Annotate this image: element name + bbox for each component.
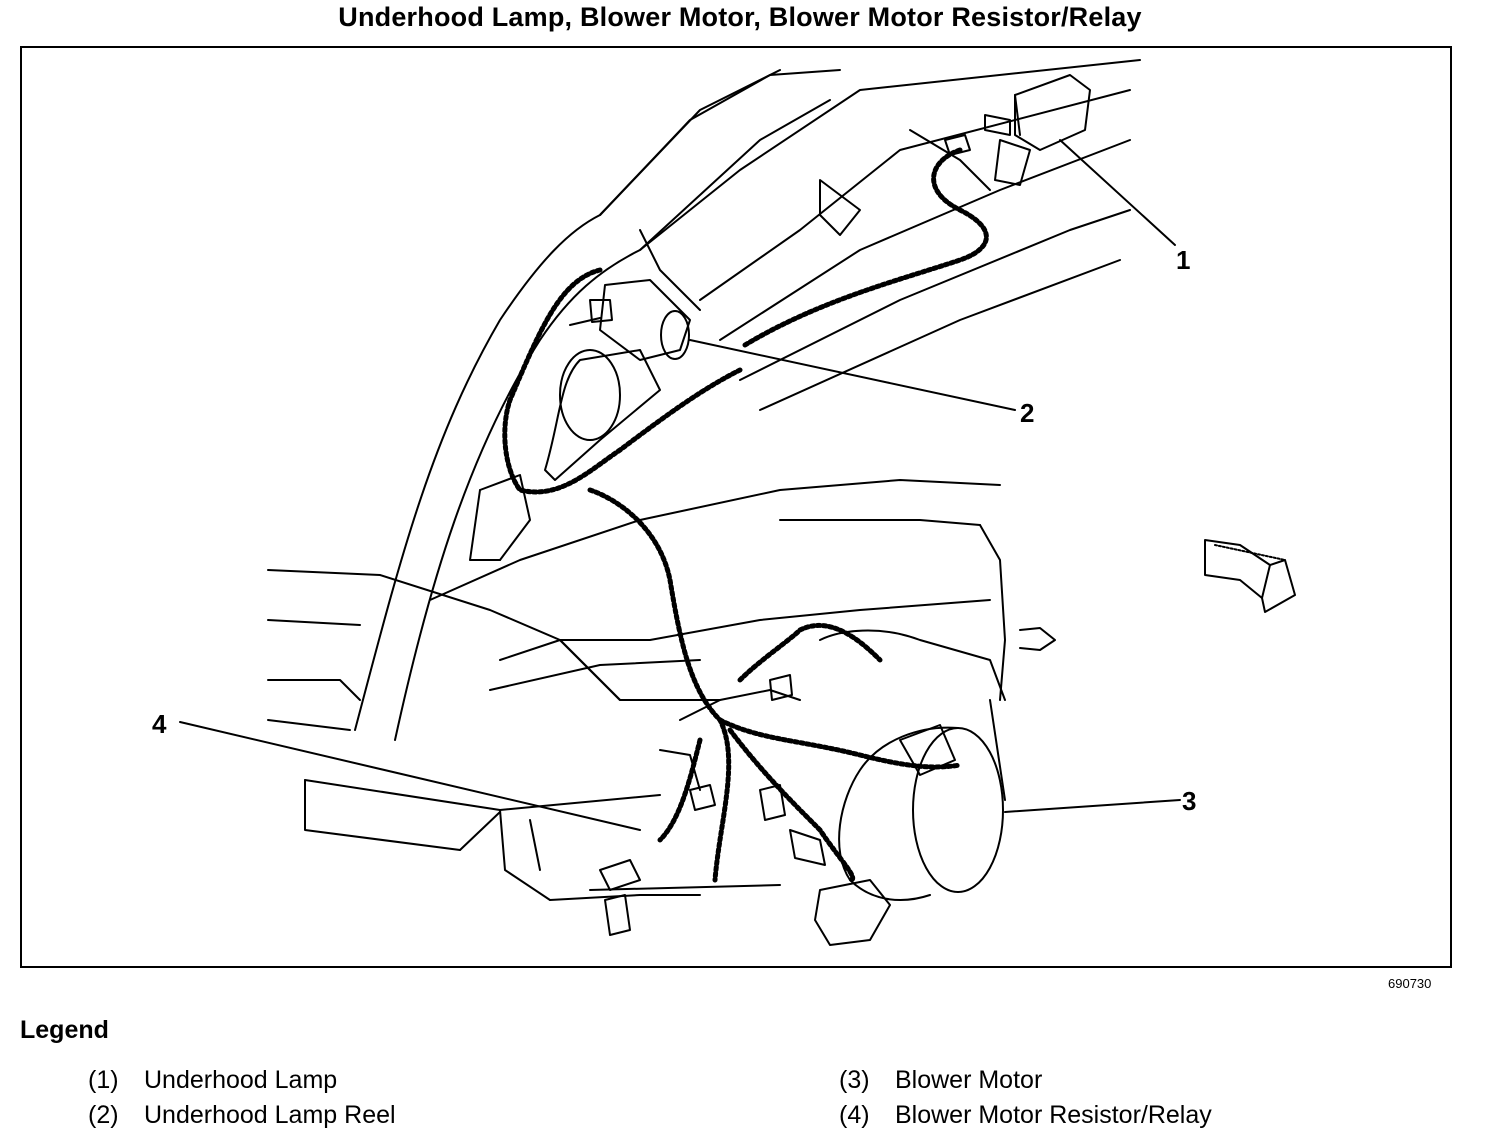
leader-lines (179, 139, 1181, 831)
callout-1: 1 (1176, 245, 1190, 275)
legend-item: (3) Blower Motor (839, 1066, 1042, 1095)
legend-item-label: Blower Motor Resistor/Relay (895, 1101, 1212, 1129)
callout-4: 4 (152, 709, 167, 739)
callout-3: 3 (1182, 786, 1196, 816)
legend-item: (1) Underhood Lamp (88, 1066, 337, 1095)
legend-item-label: Blower Motor (895, 1066, 1043, 1094)
hood-panel (354, 59, 1141, 741)
hinge-bracket (469, 349, 661, 561)
legend-item-label: Underhood Lamp (144, 1066, 338, 1094)
figure-id: 690730 (1388, 976, 1432, 991)
underhood-lamp (944, 74, 1091, 186)
legend-item: (2) Underhood Lamp Reel (88, 1101, 396, 1130)
lamp-reel-drawing (569, 279, 691, 361)
callout-labels: 1 2 3 4 (152, 245, 1196, 816)
engine-bay (267, 479, 1006, 901)
legend-item-label: Underhood Lamp Reel (144, 1101, 396, 1129)
legend-heading: Legend (20, 1016, 109, 1044)
callout-2: 2 (1020, 398, 1034, 428)
diagram-title: Underhood Lamp, Blower Motor, Blower Mot… (338, 2, 1142, 32)
blower-motor-housing (814, 627, 1056, 946)
wiring-harness (502, 147, 989, 883)
legend-item: (4) Blower Motor Resistor/Relay (839, 1101, 1212, 1130)
legend-item-number: (4) (839, 1101, 870, 1129)
legend-item-number: (1) (88, 1066, 119, 1094)
front-arrow-icon (1204, 539, 1296, 613)
legend-item-number: (3) (839, 1066, 870, 1094)
legend-item-number: (2) (88, 1101, 119, 1129)
harness-connectors (599, 674, 826, 936)
diagram-frame (20, 46, 1452, 968)
